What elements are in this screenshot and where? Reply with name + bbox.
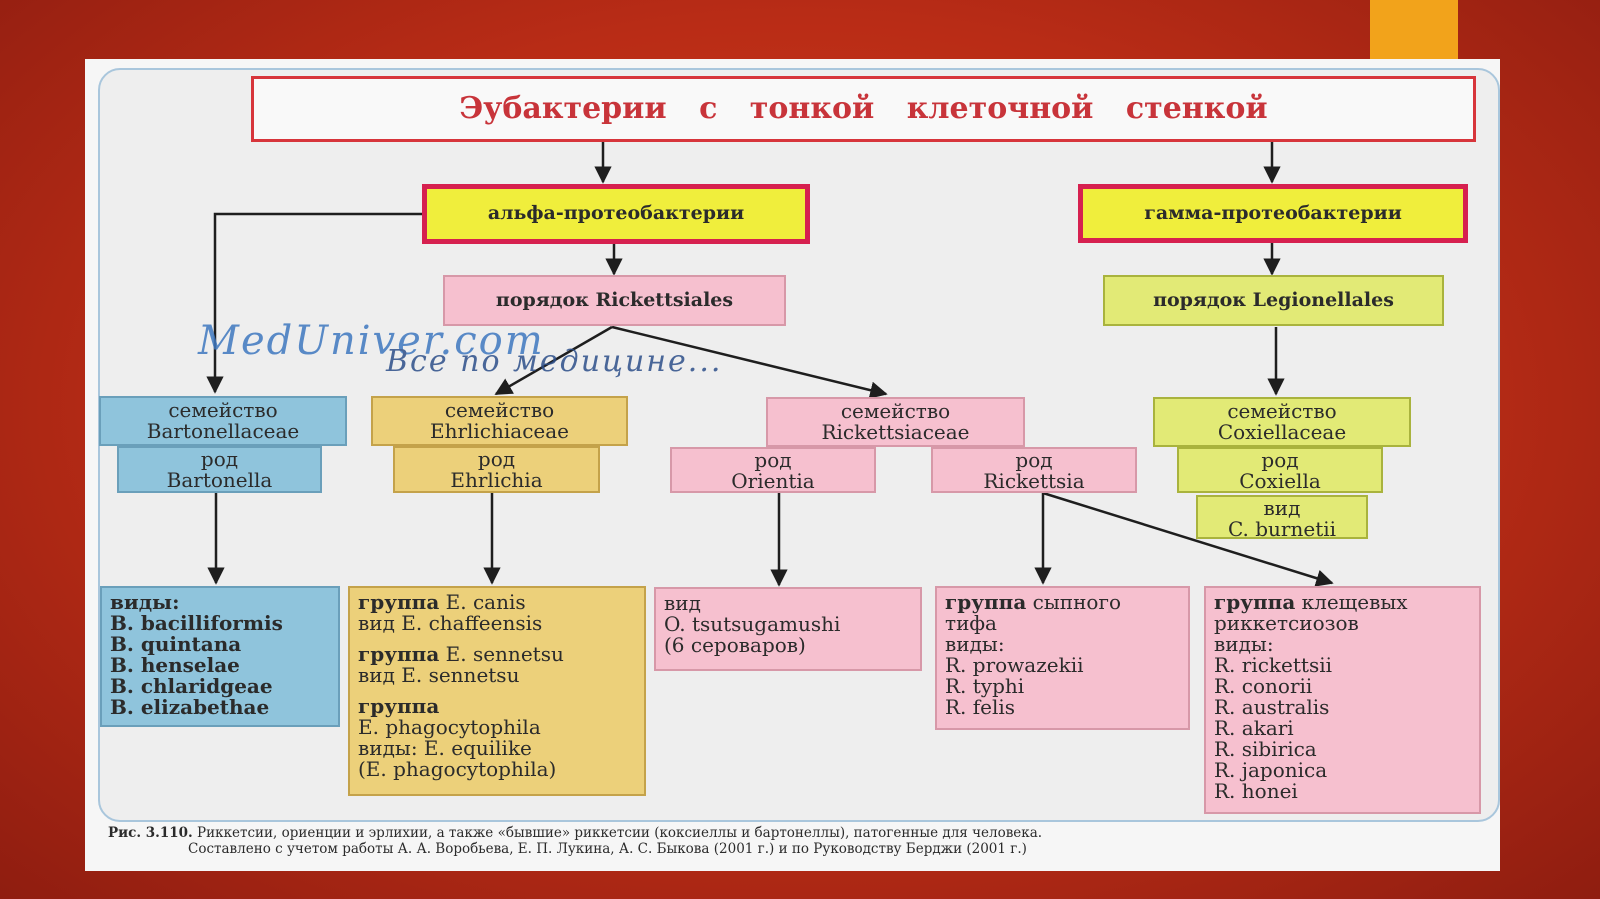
genus-rickettsia-name: Rickettsia [983,469,1085,493]
family-rickettsiaceae: семейство Rickettsiaceae [766,397,1025,447]
order-rickettsiales-box: порядок Rickettsiales [443,275,786,326]
group-label: группа [358,590,440,614]
list-item: (E. phagocytophila) [358,757,557,781]
list-item: виды: [1214,632,1274,656]
group-name: E. sennetsu [439,642,564,666]
family-rickettsiaceae-name: Rickettsiaceae [821,420,970,444]
list-item: R. felis [945,695,1016,719]
genus-coxiella: род Coxiella [1177,447,1383,493]
order-legionellales-label: порядок Legionellales [1153,288,1394,311]
list-item: виды: [945,632,1005,656]
list-item: виды: E. equilike [358,736,532,760]
family-bartonellaceae-name: Bartonellaceae [146,419,300,443]
family-bartonellaceae-label: семейство [168,398,278,422]
list-tick-group: группа клещевых риккетсиозов виды: R. ri… [1204,586,1481,814]
arrow-order-ehrlichiaceae [494,325,613,396]
title-box: Эубактерии с тонкой клеточной стенкой [251,76,1476,142]
family-ehrlichiaceae: семейство Ehrlichiaceae [371,396,628,446]
list-item: B. quintana [110,632,242,656]
watermark-line-1: MedUniver.com [198,318,545,364]
family-bartonellaceae: семейство Bartonellaceae [99,396,347,446]
list-bartonella-head: виды: [110,590,180,614]
list-ehrlichia-groups: группа E. canis вид E. chaffeensis групп… [348,586,646,796]
genus-ehrlichia: род Ehrlichia [393,446,600,493]
caption-line-2: Составлено с учетом работы А. А. Воробье… [188,840,1027,857]
family-rickettsiaceae-label: семейство [840,399,951,423]
list-item: B. bacilliformis [110,611,283,635]
list-item: E. phagocytophila [358,715,541,739]
list-typhus-group: группа сыпного тифа виды: R. prowazekii … [935,586,1190,730]
family-coxiellaceae: семейство Coxiellaceae [1153,397,1411,447]
group-name: сыпного [1026,590,1121,614]
list-item: вид E. sennetsu [358,663,520,687]
group-name: клещевых [1295,590,1408,614]
ehrlichia-group-1: группа E. canis [358,592,636,613]
list-item: R. japonica [1214,758,1328,782]
genus-orientia-label: род [754,448,792,472]
arrow-rickettsia-tick [1042,491,1334,587]
gamma-proteobacteria-box: гамма-протеобактерии [1078,184,1468,243]
genus-rickettsia-label: род [1015,448,1053,472]
alpha-proteobacteria-box: альфа-протеобактерии [422,184,810,244]
order-rickettsiales-label: порядок Rickettsiales [495,288,734,311]
list-item: R. prowazekii [945,653,1084,677]
order-legionellales-box: порядок Legionellales [1103,275,1444,326]
list-item: B. henselae [110,653,240,677]
list-item: тифа [945,611,997,635]
group-label: группа [945,590,1027,614]
group-label: группа [358,694,440,718]
group-label: группа [1214,590,1296,614]
species-coxiella-label: вид [1263,496,1301,520]
arrow-order-rickettsiaceae [611,325,888,399]
list-item: R. typhi [945,674,1025,698]
family-coxiellaceae-name: Coxiellaceae [1217,420,1347,444]
meduniver-watermark: MedUniver.com Все по медицине... [198,318,722,379]
list-orientia-head: вид [664,591,701,615]
list-item: R. sibirica [1214,737,1317,761]
list-item: (6 сероваров) [664,633,806,657]
list-item: B. elizabethae [110,695,270,719]
genus-ehrlichia-name: Ehrlichia [450,468,543,492]
list-item: R. honei [1214,779,1298,803]
list-item: R. rickettsii [1214,653,1333,677]
group-name: E. canis [439,590,526,614]
group-label: группа [358,642,440,666]
list-item: R. akari [1214,716,1294,740]
family-ehrlichiaceae-name: Ehrlichiaceae [429,419,570,443]
caption-figure-number: Рис. 3.110. [108,825,193,841]
list-item: R. australis [1214,695,1330,719]
genus-orientia-name: Orientia [731,469,815,493]
genus-bartonella: род Bartonella [117,446,322,493]
genus-bartonella-name: Bartonella [166,468,273,492]
gamma-proteobacteria-label: гамма-протеобактерии [1144,201,1402,224]
list-bartonella-species: виды: B. bacilliformis B. quintana B. he… [100,586,340,727]
list-item: риккетсиозов [1214,611,1359,635]
genus-coxiella-label: род [1261,448,1299,472]
list-item: R. conorii [1214,674,1313,698]
orange-accent-tab [1370,0,1458,60]
genus-ehrlichia-label: род [477,447,516,471]
caption-line-1: Риккетсии, ориенции и эрлихии, а также «… [192,825,1043,841]
figure-caption: Рис. 3.110. Риккетсии, ориенции и эрлихи… [108,825,1492,857]
species-coxiella-name: C. burnetii [1227,517,1337,541]
genus-orientia: род Orientia [670,447,876,493]
genus-coxiella-name: Coxiella [1239,469,1321,493]
family-ehrlichiaceae-label: семейство [444,398,555,422]
list-item: B. chlaridgeae [110,674,273,698]
species-coxiella-burnetii: вид C. burnetii [1196,495,1368,541]
list-item: вид E. chaffeensis [358,611,543,635]
watermark-line-2: Все по медицине... [386,344,723,379]
alpha-proteobacteria-label: альфа-протеобактерии [487,202,745,225]
genus-bartonella-label: род [200,447,239,471]
list-item: O. tsutsugamushi [664,612,841,636]
arrow-alpha-bartonellaceae [206,212,422,394]
list-orientia-species: вид O. tsutsugamushi (6 сероваров) [654,587,922,671]
ehrlichia-group-2: группа E. sennetsu [358,644,636,665]
title-text: Эубактерии с тонкой клеточной стенкой [459,91,1268,127]
family-coxiellaceae-label: семейство [1227,399,1337,423]
genus-rickettsia: род Rickettsia [931,447,1137,493]
